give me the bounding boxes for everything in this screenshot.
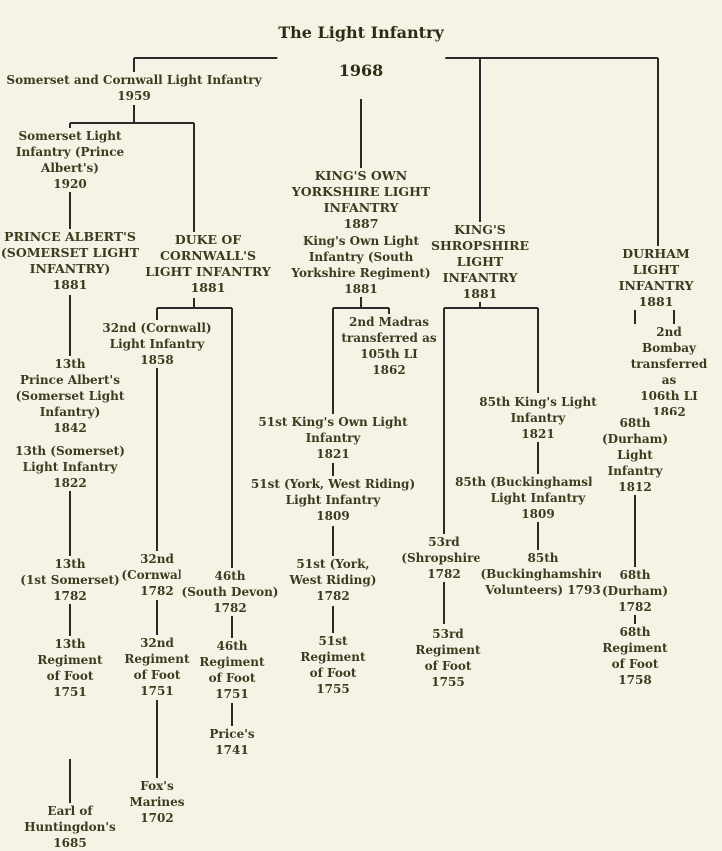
node-durham-li-1881: DURHAM LIGHT INFANTRY 1881 — [617, 246, 695, 310]
node-somerset-cornwall-li-1959: Somerset and Cornwall Light Infantry 195… — [5, 72, 263, 104]
node-32nd-regiment-of-foot-1751: 32nd Regiment of Foot 1751 — [123, 635, 191, 699]
chart-title: The Light Infantry 1968 — [277, 4, 445, 99]
node-68th-regiment-of-foot-1758: 68th Regiment of Foot 1758 — [601, 624, 669, 688]
node-13th-regiment-of-foot-1751: 13th Regiment of Foot 1751 — [36, 636, 104, 700]
node-foxs-marines-1702: Fox's Marines 1702 — [128, 778, 186, 826]
node-kings-own-li-south-yorkshire-1881: King's Own Light Infantry (South Yorkshi… — [290, 233, 432, 297]
node-46th-regiment-of-foot-1751: 46th Regiment of Foot 1751 — [198, 638, 266, 702]
node-prince-alberts-sli-1881: PRINCE ALBERT'S (SOMERSET LIGHT INFANTRY… — [0, 229, 141, 293]
chart-title-year: 1968 — [338, 61, 384, 80]
node-51st-regiment-of-foot-1755: 51st Regiment of Foot 1755 — [299, 633, 367, 697]
node-53rd-shropshire-1782: 53rd (Shropshire) 1782 — [400, 534, 488, 582]
chart-title-name: The Light Infantry — [278, 23, 444, 42]
node-13th-prince-alberts-1842: 13th Prince Albert's (Somerset Light Inf… — [14, 356, 126, 436]
node-51st-york-west-riding-1782: 51st (York, West Riding) 1782 — [288, 556, 378, 604]
node-51st-kings-own-li-1821: 51st King's Own Light Infantry 1821 — [257, 414, 409, 462]
node-13th-somerset-li-1822: 13th (Somerset) Light Infantry 1822 — [14, 443, 126, 491]
node-68th-durham-li-1812: 68th (Durham) Light Infantry 1812 — [591, 415, 679, 495]
node-2nd-madras-1862: 2nd Madras transferred as 105th LI 1862 — [340, 314, 438, 378]
node-85th-kings-li-1821: 85th King's Light Infantry 1821 — [478, 394, 598, 442]
node-duke-of-cornwalls-li-1881: DUKE OF CORNWALL'S LIGHT INFANTRY 1881 — [144, 232, 272, 296]
node-46th-south-devon-1782: 46th (South Devon) 1782 — [180, 568, 280, 616]
node-prices-1741: Price's 1741 — [208, 726, 256, 758]
node-13th-1st-somerset-1782: 13th (1st Somerset) 1782 — [19, 556, 121, 604]
node-earl-of-huntingdons-1685: Earl of Huntingdon's 1685 — [23, 803, 117, 851]
node-68th-durham-1782: 68th (Durham) 1782 — [600, 567, 670, 615]
node-32nd-cornwall-li-1858: 32nd (Cornwall) Light Infantry 1858 — [101, 320, 213, 368]
node-somerset-li-1920: Somerset Light Infantry (Prince Albert's… — [14, 128, 126, 192]
node-kings-shropshire-li-1881: KING'S SHROPSHIRE LIGHT INFANTRY 1881 — [429, 222, 531, 302]
node-2nd-bombay-1862: 2nd Bombay transferred as 106th LI 1862 — [629, 324, 709, 420]
node-51st-york-west-riding-li-1809: 51st (York, West Riding) Light Infantry … — [249, 476, 417, 524]
node-53rd-regiment-of-foot-1755: 53rd Regiment of Foot 1755 — [414, 626, 482, 690]
node-kings-own-yorkshire-li-1887: KING'S OWN YORKSHIRE LIGHT INFANTRY 1887 — [290, 168, 432, 232]
node-85th-buckinghamshire-volunteers-1793: 85th (Buckinghamshire Volunteers) 1793 — [479, 550, 607, 598]
